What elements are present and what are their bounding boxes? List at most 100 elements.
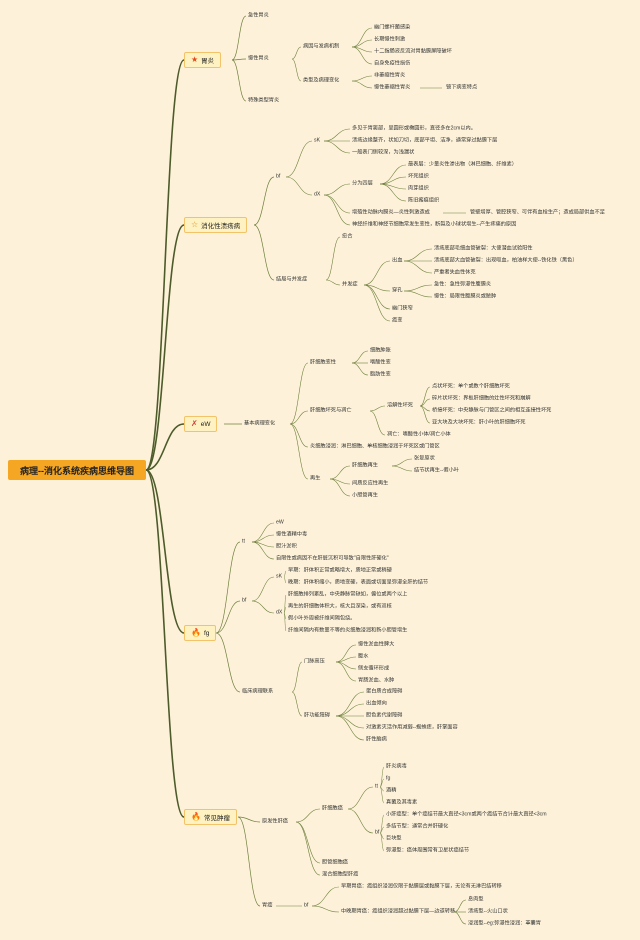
node-clinical-correlation[interactable]: 临床病理联系	[242, 688, 274, 695]
node-cirrhosis-dx[interactable]: dX	[276, 609, 283, 616]
node-vessel-narrowing[interactable]: 管壁增厚、管腔狭窄、可伴有血栓生产；造成局部供血不足	[470, 209, 605, 216]
topic-fg[interactable]: 🔥 fg	[184, 625, 217, 641]
topic-peptic-ulcer[interactable]: ☆ 消化性溃疡病	[184, 217, 248, 233]
node-multinodular[interactable]: 多结节型：通常合并肝硬化	[386, 823, 449, 830]
node-small-hcc[interactable]: 小肝癌型：单个癌结节最大直径<3cm或两个癌结节合计最大直径<3cm	[386, 811, 547, 818]
node-layer-exudate[interactable]: 最表层：少量炎性渗出物（淋巴细胞、纤维素）	[408, 161, 517, 168]
topic-common-tumors[interactable]: 🔥 常见肿瘤	[184, 809, 237, 825]
node-protein-synthesis[interactable]: 蛋白质合成障碍	[366, 688, 403, 695]
node-perforation[interactable]: 穿孔	[392, 287, 403, 294]
node-bleeding-shock[interactable]: 严重者失血性休克	[434, 269, 476, 276]
node-bilirubin-metabolism[interactable]: 胆色素代谢障碍	[366, 712, 403, 719]
node-cirrhosis-tt[interactable]: tt	[242, 538, 245, 545]
topic-ew[interactable]: ✗ eW	[184, 416, 218, 432]
node-hormone-inactivation[interactable]: 对激素灭活作用减弱--蜘蛛痣，肝掌面容	[366, 724, 458, 731]
node-chronic-gastritis[interactable]: 慢性胃炎	[248, 55, 269, 62]
node-hcc-tt[interactable]: tt	[375, 783, 378, 790]
node-bleeding[interactable]: 出血	[392, 257, 403, 264]
node-hcc[interactable]: 肝细胞癌	[322, 805, 343, 812]
node-four-layers[interactable]: 分为四层	[352, 180, 373, 187]
node-alcoholism[interactable]: 慢性酒精中毒	[276, 531, 308, 538]
node-spotty-necrosis[interactable]: 点状坏死：单个或数个肝细胞坏死	[432, 383, 510, 390]
node-hp-infection[interactable]: 幽门螺杆菌感染	[374, 24, 411, 31]
node-apoptosis[interactable]: 凋亡：嗜酸性小体/凋亡小体	[387, 431, 451, 438]
node-bile-duct-regeneration[interactable]: 小胆管再生	[352, 492, 378, 499]
node-primary-liver-cancer[interactable]: 原发性肝癌	[262, 818, 288, 825]
node-malignant[interactable]: 癌变	[392, 317, 403, 324]
node-layer-necrotic[interactable]: 坏死组织	[408, 173, 429, 180]
node-late-stage[interactable]: 晚期：肝体积缩小，质地变硬，表面或切面呈弥漫全肝的结节	[288, 579, 429, 586]
node-alcohol[interactable]: 酒精	[386, 787, 397, 794]
node-massive-type[interactable]: 巨块型	[386, 835, 402, 842]
node-collateral[interactable]: 侧支循环形成	[358, 665, 390, 672]
node-cirrhosis-bf[interactable]: bf	[242, 597, 247, 604]
node-non-atrophic[interactable]: 非萎缩性胃炎	[374, 72, 406, 79]
node-cholestasis[interactable]: 胆汁淤积	[276, 543, 297, 550]
node-perforation-chronic[interactable]: 慢性：局限性腹膜炎或脓肿	[434, 293, 497, 300]
node-pyloric-stenosis[interactable]: 幽门狭窄	[392, 305, 413, 312]
node-ulcer-sk[interactable]: sK	[314, 137, 321, 144]
node-portal-hypertension[interactable]: 门脉高压	[304, 658, 325, 665]
node-self-limited[interactable]: 自限性或病因不在肝脏沉积可导致"自限性肝硬化"	[276, 555, 389, 562]
node-bleeding-capillary[interactable]: 溃疡底部毛细血管破裂：大便潜血试验阳性	[434, 245, 533, 252]
node-complications[interactable]: 并发症	[342, 281, 358, 288]
node-early-gastric[interactable]: 早期胃癌：癌组织浸润仅限于黏膜层或黏膜下层，无论有无淋巴结转移	[341, 883, 502, 890]
node-inflammatory-infiltrate[interactable]: 炎细胞浸润：淋巴细胞、单核细胞浸润于坏死区或门管区	[310, 443, 440, 450]
node-atrophic[interactable]: 慢性萎缩性胃炎	[374, 84, 411, 91]
node-healing[interactable]: 愈合	[342, 233, 353, 240]
node-ascites[interactable]: 腹水	[358, 653, 369, 660]
node-bridging-necrosis[interactable]: 桥接坏死：中央静脉与门管区之间的相互连接性坏死	[432, 407, 552, 414]
node-gastric-bf[interactable]: bf	[304, 902, 309, 909]
node-special-gastritis[interactable]: 特殊类型胃炎	[248, 97, 280, 104]
node-eosinophilic[interactable]: 嗜酸性变	[370, 359, 391, 366]
node-microscopic-features[interactable]: 镜下病变特点	[446, 84, 478, 91]
root-topic[interactable]: 病理--消化系统疾病思维导图	[8, 460, 146, 480]
node-perforation-acute[interactable]: 急性：急性弥漫性腹膜炎	[434, 281, 492, 288]
topic-gastritis[interactable]: ★ 胃炎	[184, 52, 222, 68]
node-massive-necrosis[interactable]: 亚大块及大块坏死：肝小叶的肝细胞坏死	[432, 419, 526, 426]
node-infiltrative[interactable]: 浸润型--eg:弥漫性浸润：革囊胃	[468, 920, 541, 927]
node-gi-congestion[interactable]: 胃肠淤血、水肿	[358, 677, 395, 684]
node-hcc-bf[interactable]: bf	[375, 829, 380, 836]
node-hepatocyte-regeneration[interactable]: 肝细胞再生	[352, 462, 378, 469]
node-nerve-changes[interactable]: 神经纤维和神经节细胞常发生变性，断裂及小球状增生--产生疼痛的原因	[352, 221, 517, 228]
node-liver-dysfunction[interactable]: 肝功能障碍	[304, 712, 330, 719]
node-mixed-liver-cancer[interactable]: 混合细胞型肝癌	[322, 871, 359, 878]
node-regeneration[interactable]: 再生	[310, 475, 321, 482]
node-splenomegaly[interactable]: 慢性淤血性脾大	[358, 641, 395, 648]
node-piecemeal-necrosis[interactable]: 碎片状坏死：界板肝细胞的灶性坏死和崩解	[432, 395, 531, 402]
node-interstitial-regeneration[interactable]: 间质反应性再生	[352, 480, 389, 487]
node-necrosis-apoptosis[interactable]: 肝细胞坏死与凋亡	[310, 407, 352, 414]
node-duodenal-reflux[interactable]: 十二指肠液反流对胃黏膜屏障破坏	[374, 48, 452, 55]
node-restore[interactable]: 张复原状	[414, 455, 435, 462]
node-cirrhosis-sk[interactable]: sK	[276, 573, 283, 580]
node-chronic-irritation[interactable]: 长期慢性刺激	[374, 36, 406, 43]
node-ulcer-gross-3[interactable]: 一般表门侧较深，为浅漏状	[352, 149, 415, 156]
node-outcome-complications[interactable]: 结局与并发症	[276, 276, 308, 283]
node-cholangiocarcinoma[interactable]: 胆管细胞癌	[322, 859, 348, 866]
node-endarteritis[interactable]: 增殖性动脉内膜炎—炎性刺激造成	[352, 209, 430, 216]
node-types-pathology[interactable]: 类型及病理变化	[303, 77, 340, 84]
node-bleeding-vessel[interactable]: 溃疡底部大血管破裂：出现呕血，柏油样大便--铁化铁（黑色）	[434, 257, 578, 264]
node-regenerated-cells[interactable]: 再生的肝细胞体积大，核大且深染，或有双核	[288, 603, 392, 610]
node-advanced-gastric[interactable]: 中晚期胃癌：癌组织浸润超过黏膜下层—边道转移	[341, 908, 456, 915]
node-hepatitis-virus[interactable]: 肝炎病毒	[386, 763, 407, 770]
node-acute-gastritis[interactable]: 急性胃炎	[248, 12, 269, 19]
node-bleeding-tendency[interactable]: 出血倾向	[366, 700, 387, 707]
node-ulcer-gross-1[interactable]: 多见于胃窦部，呈圆形或椭圆形，直径多在2cm以内。	[352, 125, 476, 132]
node-fibrous-septa[interactable]: 纤维间隔内有数量不等的炎细胞浸润和新小胆管增生	[288, 627, 408, 634]
node-lytic-necrosis[interactable]: 溶解性坏死	[387, 402, 413, 409]
node-fatty-change[interactable]: 脂肪性变	[370, 371, 391, 378]
node-basic-pathology[interactable]: 基本病理变化	[244, 420, 276, 427]
node-disordered-plates[interactable]: 肝细胞排列紊乱，中央静脉常缺如，偏位或两个以上	[288, 591, 408, 598]
node-layer-granulation[interactable]: 肉芽组织	[408, 185, 429, 192]
node-gastric-cancer[interactable]: 胃癌	[262, 902, 273, 909]
node-diffuse-type[interactable]: 弥漫型：癌体周围常有卫星状癌结节	[386, 847, 470, 854]
node-fungal-toxins[interactable]: 真菌及其毒素	[386, 799, 418, 806]
node-cirrhosis-ew[interactable]: eW	[276, 519, 284, 526]
node-hcc-fg[interactable]: fg	[386, 775, 391, 782]
node-autoimmune[interactable]: 自身免疫性损伤	[374, 60, 411, 67]
node-early-stage[interactable]: 早期：肝体积正常或略增大，质地正常或稍硬	[288, 567, 392, 574]
node-layer-scar[interactable]: 陈旧瘢痕组织	[408, 197, 440, 204]
node-nodular-regeneration[interactable]: 结节状再生--假小叶	[414, 467, 459, 474]
